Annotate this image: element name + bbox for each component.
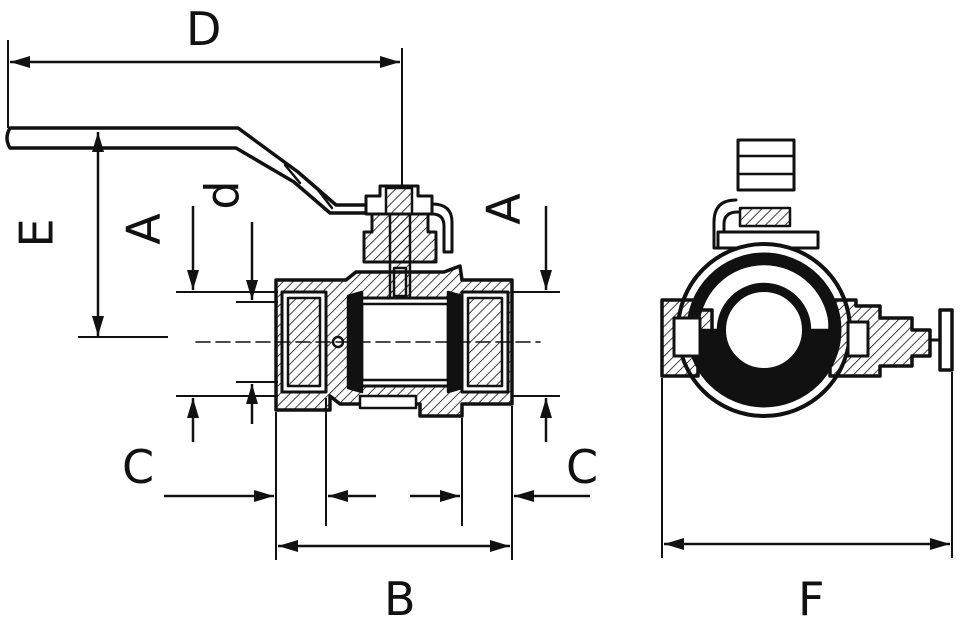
side-handle-block — [736, 138, 796, 192]
front-dimensions — [7, 40, 590, 560]
label-e: E — [9, 218, 64, 248]
label-d-small: d — [195, 180, 250, 210]
label-c-left: C — [122, 440, 155, 494]
label-a-right: A — [476, 193, 531, 225]
side-view — [660, 138, 954, 418]
side-bore — [722, 288, 806, 372]
label-c-right: C — [566, 440, 599, 494]
label-b: B — [384, 572, 416, 626]
label-a-left: A — [116, 213, 171, 245]
lever-handle — [5, 126, 382, 215]
front-view — [5, 126, 541, 418]
valve-body — [274, 264, 514, 418]
side-dimensions — [661, 372, 953, 558]
label-f: F — [798, 572, 825, 626]
label-d: D — [186, 2, 222, 56]
